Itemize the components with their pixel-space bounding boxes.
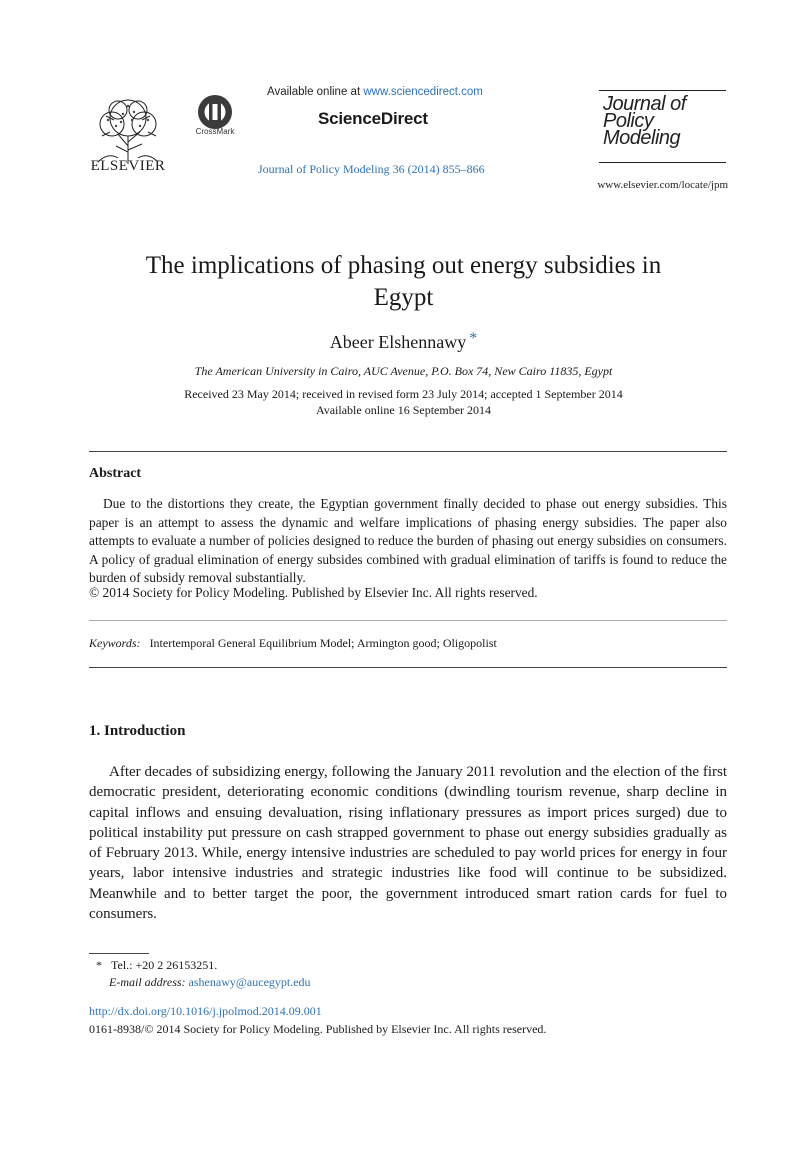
- journal-logo-bottom-rule: [599, 162, 726, 163]
- author-name: Abeer Elshennawy: [329, 332, 467, 352]
- footnote-divider: [89, 953, 149, 954]
- issn-line: 0161-8938/© 2014 Society for Policy Mode…: [89, 1022, 547, 1036]
- article-title-line-2: Egypt: [373, 284, 434, 311]
- abstract-body: Due to the distortions they create, the …: [89, 495, 727, 588]
- doi-link[interactable]: http://dx.doi.org/10.1016/j.jpolmod.2014…: [89, 1004, 322, 1018]
- sciencedirect-link[interactable]: www.sciencedirect.com: [363, 86, 483, 98]
- publisher-logo-text: ELSEVIER: [90, 158, 166, 174]
- footnote-tel-text: Tel.: +20 2 26153251.: [111, 958, 218, 972]
- abstract-copyright: © 2014 Society for Policy Modeling. Publ…: [89, 585, 538, 600]
- keywords: Keywords: Intertemporal General Equilibr…: [89, 636, 497, 651]
- journal-logo: Journal of Policy Modeling: [603, 93, 725, 149]
- abstract-heading: Abstract: [89, 466, 142, 481]
- footnote-tel: * Tel.: +20 2 26153251.: [96, 958, 217, 973]
- introduction-paragraph: After decades of subsidizing energy, fol…: [89, 764, 727, 923]
- affiliation: The American University in Cairo, AUC Av…: [194, 364, 613, 378]
- crossmark-label: CrossMark: [195, 127, 235, 136]
- journal-logo-line-1: Journal of: [603, 93, 686, 115]
- journal-logo-line-2: Policy: [603, 110, 654, 132]
- journal-logo-line-3: Modeling: [603, 127, 681, 149]
- keywords-list: Intertemporal General Equilibrium Model;…: [149, 636, 497, 650]
- article-dates-online: Available online 16 September 2014: [315, 403, 492, 417]
- elsevier-tree-logo: [97, 99, 159, 164]
- journal-reference[interactable]: Journal of Policy Modeling 36 (2014) 855…: [258, 162, 485, 176]
- keywords-divider: [89, 620, 727, 621]
- footnote-email: E-mail address: ashenawy@aucegypt.edu: [109, 975, 311, 990]
- abstract-bottom-divider: [89, 667, 727, 668]
- email-link[interactable]: ashenawy@aucegypt.edu: [188, 975, 311, 989]
- journal-url[interactable]: www.elsevier.com/locate/jpm: [597, 179, 728, 191]
- abstract-top-divider: [89, 451, 727, 452]
- available-online: Available online at www.sciencedirect.co…: [267, 86, 483, 98]
- author: Abeer Elshennawy*: [0, 330, 807, 353]
- section-heading-introduction: 1. Introduction: [89, 723, 186, 739]
- article-dates-received: Received 23 May 2014; received in revise…: [184, 387, 623, 401]
- platform-name: ScienceDirect: [318, 109, 428, 128]
- keywords-label: Keywords:: [89, 636, 141, 650]
- crossmark-icon[interactable]: [193, 88, 237, 138]
- article-title-line-1: The implications of phasing out energy s…: [145, 252, 662, 279]
- article-dates: Received 23 May 2014; received in revise…: [0, 386, 807, 418]
- abstract-text: Due to the distortions they create, the …: [89, 496, 727, 586]
- author-footnote-mark[interactable]: *: [469, 330, 478, 347]
- introduction-body: After decades of subsidizing energy, fol…: [89, 762, 727, 924]
- article-title: The implications of phasing out energy s…: [60, 250, 747, 314]
- footnote-mark: *: [96, 958, 102, 972]
- email-label: E-mail address:: [109, 975, 186, 989]
- journal-logo-top-rule: [599, 90, 726, 91]
- available-online-prefix: Available online at: [267, 86, 361, 98]
